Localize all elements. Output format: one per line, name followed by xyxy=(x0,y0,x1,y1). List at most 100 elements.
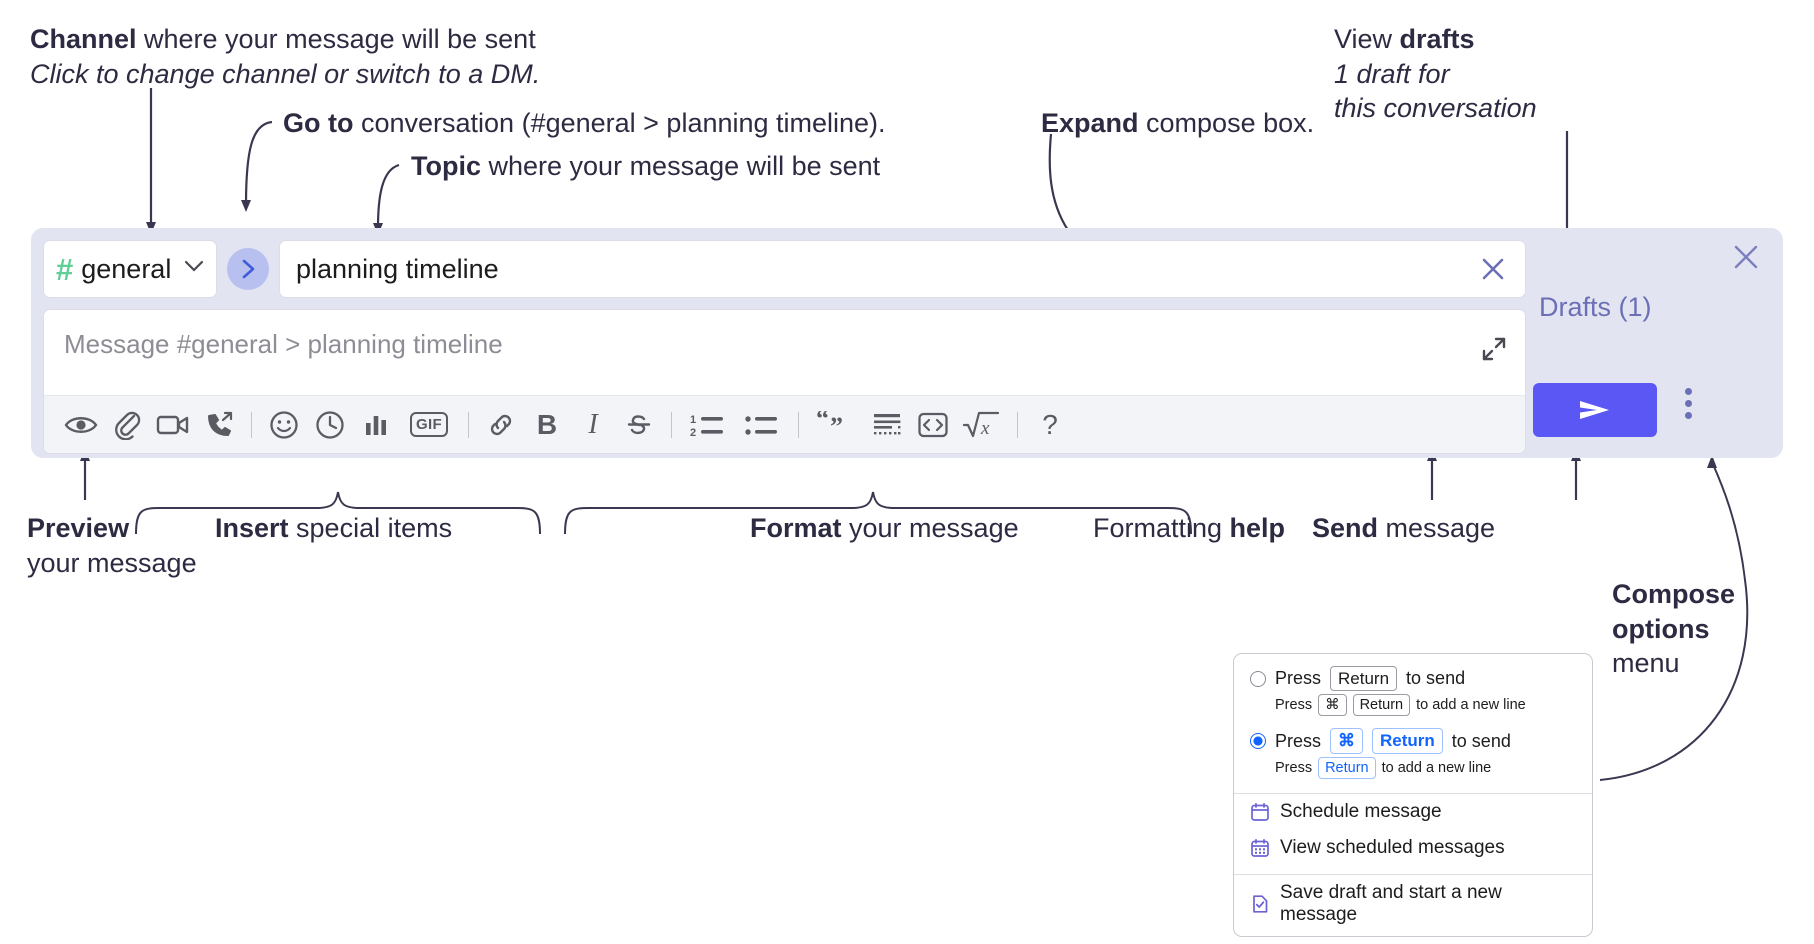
option-press-return-to-send[interactable]: Press Return to send xyxy=(1234,664,1592,693)
schedule-button[interactable] xyxy=(307,403,353,447)
link-icon xyxy=(490,414,512,435)
message-input[interactable]: Message #general > planning timeline xyxy=(44,310,1525,395)
annotation-send-rest: message xyxy=(1378,513,1496,543)
option-cmd-return-subtext: Press Return to add a new line xyxy=(1234,756,1592,785)
ordered-list-icon: 1 2 xyxy=(690,414,723,438)
key-return: Return xyxy=(1318,756,1376,779)
annotation-drafts-line2: 1 draft for xyxy=(1334,58,1450,89)
document-check-icon xyxy=(1253,895,1268,913)
preview-button[interactable] xyxy=(58,403,104,447)
toolbar-divider-4 xyxy=(798,411,799,438)
annotation-insert-rest: special items xyxy=(288,513,453,543)
menu-item-label: Schedule message xyxy=(1280,800,1442,822)
chevron-right-icon xyxy=(240,258,257,280)
annotation-expand-bold: Expand xyxy=(1041,108,1139,138)
option-cmd-return-text-pre: Press xyxy=(1275,730,1322,751)
menu-item-view-scheduled-messages[interactable]: View scheduled messages xyxy=(1234,830,1592,866)
send-paperplane-icon xyxy=(1580,401,1609,419)
bold-button[interactable]: B xyxy=(524,403,570,447)
emoji-button[interactable] xyxy=(261,403,307,447)
option-cmd-return-sub-post: to add a new line xyxy=(1381,759,1492,776)
poll-button[interactable] xyxy=(353,403,399,447)
strikethrough-button[interactable] xyxy=(616,403,662,447)
video-clip-button[interactable] xyxy=(150,403,196,447)
key-return: Return xyxy=(1352,694,1411,717)
channel-selector[interactable]: # general xyxy=(43,240,217,298)
compose-options-button[interactable] xyxy=(1685,388,1692,419)
clock-icon xyxy=(316,410,344,439)
code-block-button[interactable] xyxy=(864,403,910,447)
italic-icon: I xyxy=(588,408,598,440)
square-root-icon: x xyxy=(962,411,1000,439)
calendar-grid-icon xyxy=(1251,838,1269,857)
bold-icon: B xyxy=(536,408,558,440)
annotation-preview-rest: your message xyxy=(27,547,197,578)
close-icon xyxy=(1482,258,1504,280)
svg-text:1: 1 xyxy=(690,414,696,426)
radio-cmd-return[interactable] xyxy=(1250,733,1266,749)
option-return-sub-pre: Press xyxy=(1275,697,1313,714)
topic-clear-button[interactable] xyxy=(1479,255,1507,283)
annotation-goto-bold: Go to xyxy=(283,108,354,138)
drafts-link[interactable]: Drafts (1) xyxy=(1539,292,1652,322)
annotation-formatting-help-plain: Formatting xyxy=(1093,513,1230,543)
svg-text:x: x xyxy=(980,418,990,439)
compose-widget: # general planning timeline xyxy=(31,228,1783,458)
annotation-compose-options-rest: menu xyxy=(1612,648,1680,679)
chevron-down-icon xyxy=(184,260,204,278)
channel-name-label: general xyxy=(81,253,172,284)
menu-item-label: View scheduled messages xyxy=(1280,836,1505,858)
annotation-compose-options-bold2: options xyxy=(1612,613,1710,644)
annotation-format-rest: your message xyxy=(841,513,1019,543)
more-options-icon xyxy=(1685,388,1692,395)
goto-conversation-button[interactable] xyxy=(227,248,269,290)
gif-button[interactable]: GIF xyxy=(399,403,459,447)
annotation-drafts-plain: View xyxy=(1334,24,1400,54)
attach-file-button[interactable] xyxy=(104,403,150,447)
annotation-insert-bold: Insert xyxy=(215,513,289,543)
annotation-send: Send message xyxy=(1312,511,1642,546)
message-box: Message #general > planning timeline xyxy=(43,309,1526,454)
option-press-cmd-return-to-send[interactable]: Press ⌘ Return to send xyxy=(1234,726,1592,755)
link-button[interactable] xyxy=(478,403,524,447)
annotation-compose-options: Compose options menu xyxy=(1612,577,1814,681)
topic-input[interactable]: planning timeline xyxy=(279,240,1526,298)
gif-icon: GIF xyxy=(410,412,448,437)
svg-text:2: 2 xyxy=(690,427,696,438)
radio-return[interactable] xyxy=(1250,670,1266,687)
send-button[interactable] xyxy=(1533,383,1657,437)
menu-item-save-draft[interactable]: Save draft and start a new message xyxy=(1234,875,1592,936)
code-button[interactable] xyxy=(910,403,956,447)
blockquote-button[interactable]: “ ” xyxy=(808,403,864,447)
close-icon xyxy=(1734,245,1758,269)
menu-item-label: Save draft and start a new message xyxy=(1280,881,1502,925)
ordered-list-button[interactable]: 1 2 xyxy=(681,403,735,447)
bulleted-list-icon xyxy=(745,415,777,435)
annotation-channel-italic: Click to change channel or switch to a D… xyxy=(30,58,541,89)
compose-header-row: # general planning timeline xyxy=(43,240,1526,298)
menu-divider xyxy=(1234,873,1592,875)
calendar-icon xyxy=(1251,802,1269,821)
close-compose-button[interactable] xyxy=(1731,242,1761,277)
toolbar-divider-2 xyxy=(468,411,469,438)
eye-icon xyxy=(64,416,98,433)
formatting-help-button[interactable]: ? xyxy=(1027,403,1073,447)
leader-topic xyxy=(376,163,400,229)
annotation-preview-bold: Preview xyxy=(27,513,130,543)
annotation-format-bold: Format xyxy=(750,513,842,543)
annotation-drafts-line3: this conversation xyxy=(1334,93,1537,124)
menu-item-schedule-message[interactable]: Schedule message xyxy=(1234,794,1592,830)
math-button[interactable]: x xyxy=(956,403,1008,447)
italic-button[interactable]: I xyxy=(570,403,616,447)
expand-compose-button[interactable] xyxy=(1479,334,1509,369)
code-block-icon xyxy=(874,413,901,434)
option-return-subtext: Press ⌘ Return to add a new line xyxy=(1234,693,1592,722)
svg-text:“: “ xyxy=(816,411,829,433)
bulleted-list-button[interactable] xyxy=(735,403,789,447)
code-brackets-icon xyxy=(918,412,948,437)
annotation-goto: Go to conversation (#general > planning … xyxy=(283,106,1003,141)
toolbar-divider-5 xyxy=(1017,411,1018,438)
audio-clip-button[interactable] xyxy=(196,403,242,447)
formatting-toolbar: GIF B I xyxy=(44,395,1525,453)
annotation-topic: Topic where your message will be sent xyxy=(411,149,1111,184)
